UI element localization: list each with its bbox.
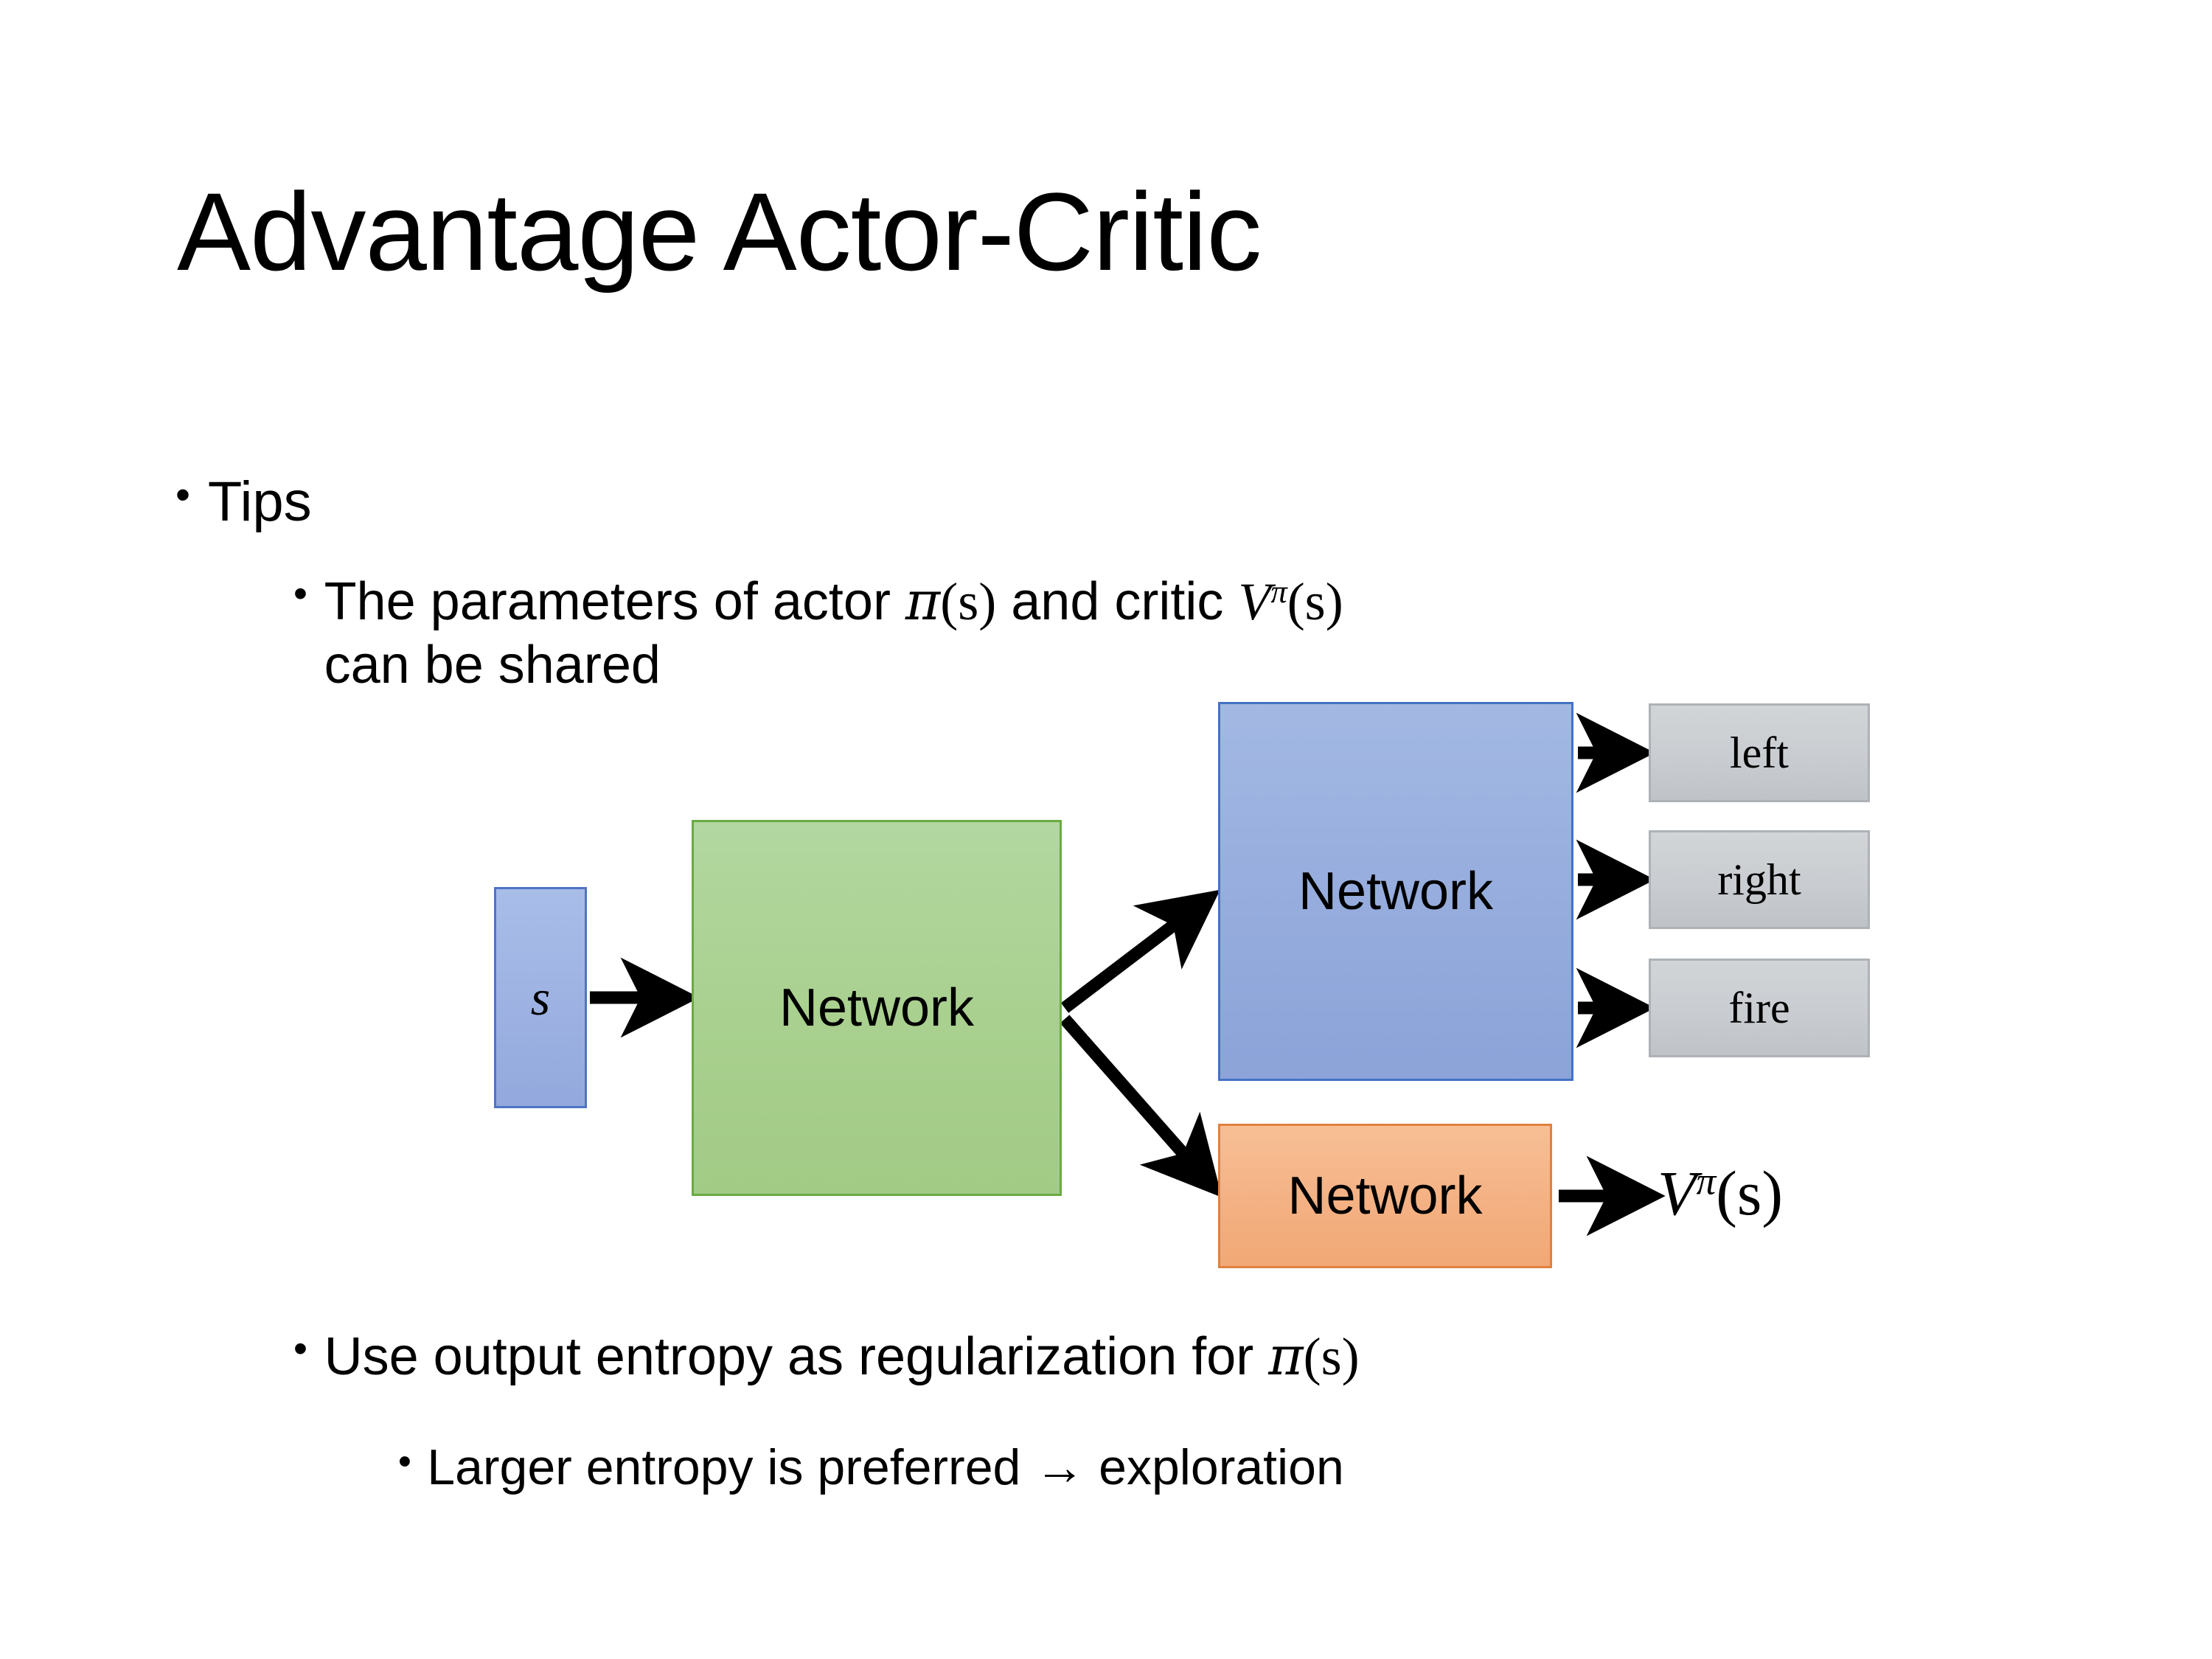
action-output-fire: fire xyxy=(1649,959,1870,1057)
entropy-prefix: Use output entropy as regularization for xyxy=(324,1327,1269,1386)
shared-network-box: Network xyxy=(692,820,1062,1196)
input-state-label: s xyxy=(530,969,551,1026)
math-pi-of-s: π(s) xyxy=(1268,1325,1360,1387)
action-label: fire xyxy=(1728,983,1790,1032)
actor-network-box: Network xyxy=(1218,702,1573,1081)
v-superscript-pi: π xyxy=(1696,1158,1717,1203)
bullet-entropy-regularization: • Use output entropy as regularization f… xyxy=(293,1324,2063,1388)
critic-value-output-label: Vπ(s) xyxy=(1658,1156,1783,1230)
critic-network-label: Network xyxy=(1287,1166,1483,1225)
math-actor-pi-of-s: π(s) xyxy=(905,570,997,632)
bullet-exploration: • Larger entropy is preferred → explorat… xyxy=(398,1438,2094,1498)
v-symbol: V xyxy=(1238,572,1271,631)
pi-symbol: π xyxy=(1268,1325,1304,1387)
arrow-shared-to-critic xyxy=(1060,1015,1222,1198)
shared-network-label: Network xyxy=(779,978,975,1037)
action-label: right xyxy=(1717,855,1801,904)
action-output-right: right xyxy=(1649,830,1870,929)
bullet-marker-icon: • xyxy=(175,470,190,518)
action-output-left: left xyxy=(1649,703,1870,802)
critic-network-box: Network xyxy=(1218,1124,1552,1268)
actor-network-label: Network xyxy=(1298,862,1494,921)
bullet-shared-parameters: • The parameters of actor π(s) and criti… xyxy=(293,569,2078,698)
bullet-entropy-text: Use output entropy as regularization for… xyxy=(324,1324,2063,1388)
bullet-tips: • Tips xyxy=(175,469,312,535)
params-prefix: The parameters of actor xyxy=(324,572,905,631)
arrow-shared-to-actor xyxy=(1060,889,1220,1013)
params-middle: and critic xyxy=(996,572,1239,631)
v-superscript-pi: π xyxy=(1270,572,1287,610)
math-critic-v-pi-of-s: Vπ(s) xyxy=(1238,572,1343,631)
v-symbol: V xyxy=(1658,1158,1697,1228)
pi-argument: (s) xyxy=(940,572,997,631)
pi-symbol: π xyxy=(905,570,941,632)
input-state-box: s xyxy=(494,887,587,1108)
bullet-shared-parameters-text: The parameters of actor π(s) and critic … xyxy=(324,569,2078,698)
action-label: left xyxy=(1730,728,1789,777)
v-argument: (s) xyxy=(1287,572,1343,631)
pi-argument: (s) xyxy=(1303,1327,1360,1386)
bullet-marker-icon: • xyxy=(398,1440,411,1483)
bullet-exploration-label: Larger entropy is preferred → exploratio… xyxy=(427,1439,1344,1495)
bullet-tips-label: Tips xyxy=(207,470,312,533)
v-argument: (s) xyxy=(1716,1158,1784,1228)
bullet-marker-icon: • xyxy=(293,1326,307,1371)
params-line2: can be shared xyxy=(324,636,661,695)
bullet-marker-icon: • xyxy=(293,571,307,616)
page-title: Advantage Actor-Critic xyxy=(177,170,1262,293)
